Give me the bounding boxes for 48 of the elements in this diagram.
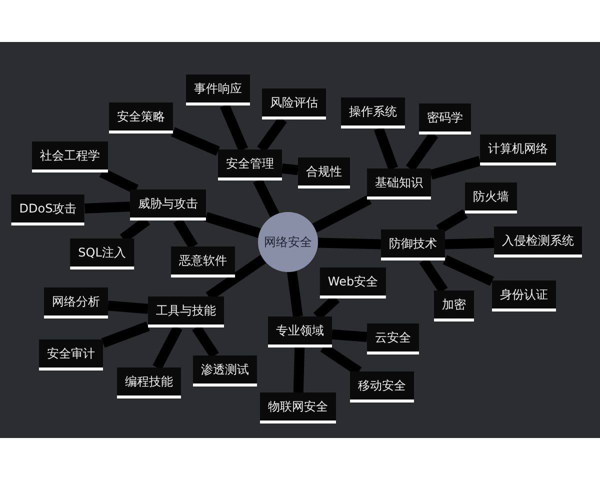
topic-box: SQL注入: [70, 238, 134, 270]
topic-box: 安全策略: [109, 102, 173, 134]
topic-box: 恶意软件: [171, 246, 235, 278]
topic-box: 密码学: [419, 104, 471, 134]
connector-line: [293, 347, 305, 393]
connector-line: [332, 329, 368, 342]
topic-box: 基础知识: [367, 168, 431, 200]
connector-line: [220, 104, 248, 152]
connector-line: [171, 127, 220, 156]
topic-box: 加密: [434, 290, 474, 322]
topic-box: 防火墙: [465, 182, 517, 214]
connector-line: [430, 156, 482, 180]
connector-line: [442, 255, 494, 286]
topic-box: 防御技术: [381, 230, 445, 260]
connector-line: [152, 325, 182, 370]
connector-line: [374, 126, 398, 170]
topic-box: 身份认证: [492, 280, 556, 312]
topic-box: 操作系统: [341, 98, 405, 128]
topic-box: 网络分析: [44, 288, 108, 318]
connector-line: [436, 209, 468, 234]
topic-box: DDoS攻击: [11, 194, 85, 226]
topic-box: Web安全: [320, 268, 386, 298]
topic-box: 安全管理: [218, 150, 282, 180]
connector-line: [84, 202, 130, 214]
topic-box: 移动安全: [350, 372, 414, 402]
connector-line: [444, 238, 494, 250]
topic-box: 事件响应: [186, 74, 250, 106]
connector-line: [253, 178, 280, 218]
topic-box: 威胁与攻击: [130, 190, 206, 220]
topic-box: 工具与技能: [148, 296, 224, 328]
topic-box: 风险评估: [262, 88, 326, 120]
topic-box: 社会工程学: [32, 142, 108, 172]
topic-box: 合规性: [298, 158, 350, 188]
topic-box: 入侵检测系统: [494, 226, 582, 258]
connector-line: [99, 168, 139, 194]
topic-box: 专业领域: [268, 316, 332, 348]
topic-box: 安全审计: [39, 340, 103, 370]
topic-box: 云安全: [367, 324, 419, 354]
connector-line: [101, 322, 150, 348]
connector-line: [108, 300, 148, 314]
topic-box: 物联网安全: [260, 392, 336, 424]
connector-line: [281, 163, 299, 176]
connector-line: [318, 238, 382, 250]
topic-box: 计算机网络: [480, 134, 556, 166]
connector-line: [287, 271, 303, 318]
topic-box: 编程技能: [117, 368, 181, 398]
topic-box: 渗透测试: [193, 356, 257, 386]
connector-line: [204, 212, 261, 238]
